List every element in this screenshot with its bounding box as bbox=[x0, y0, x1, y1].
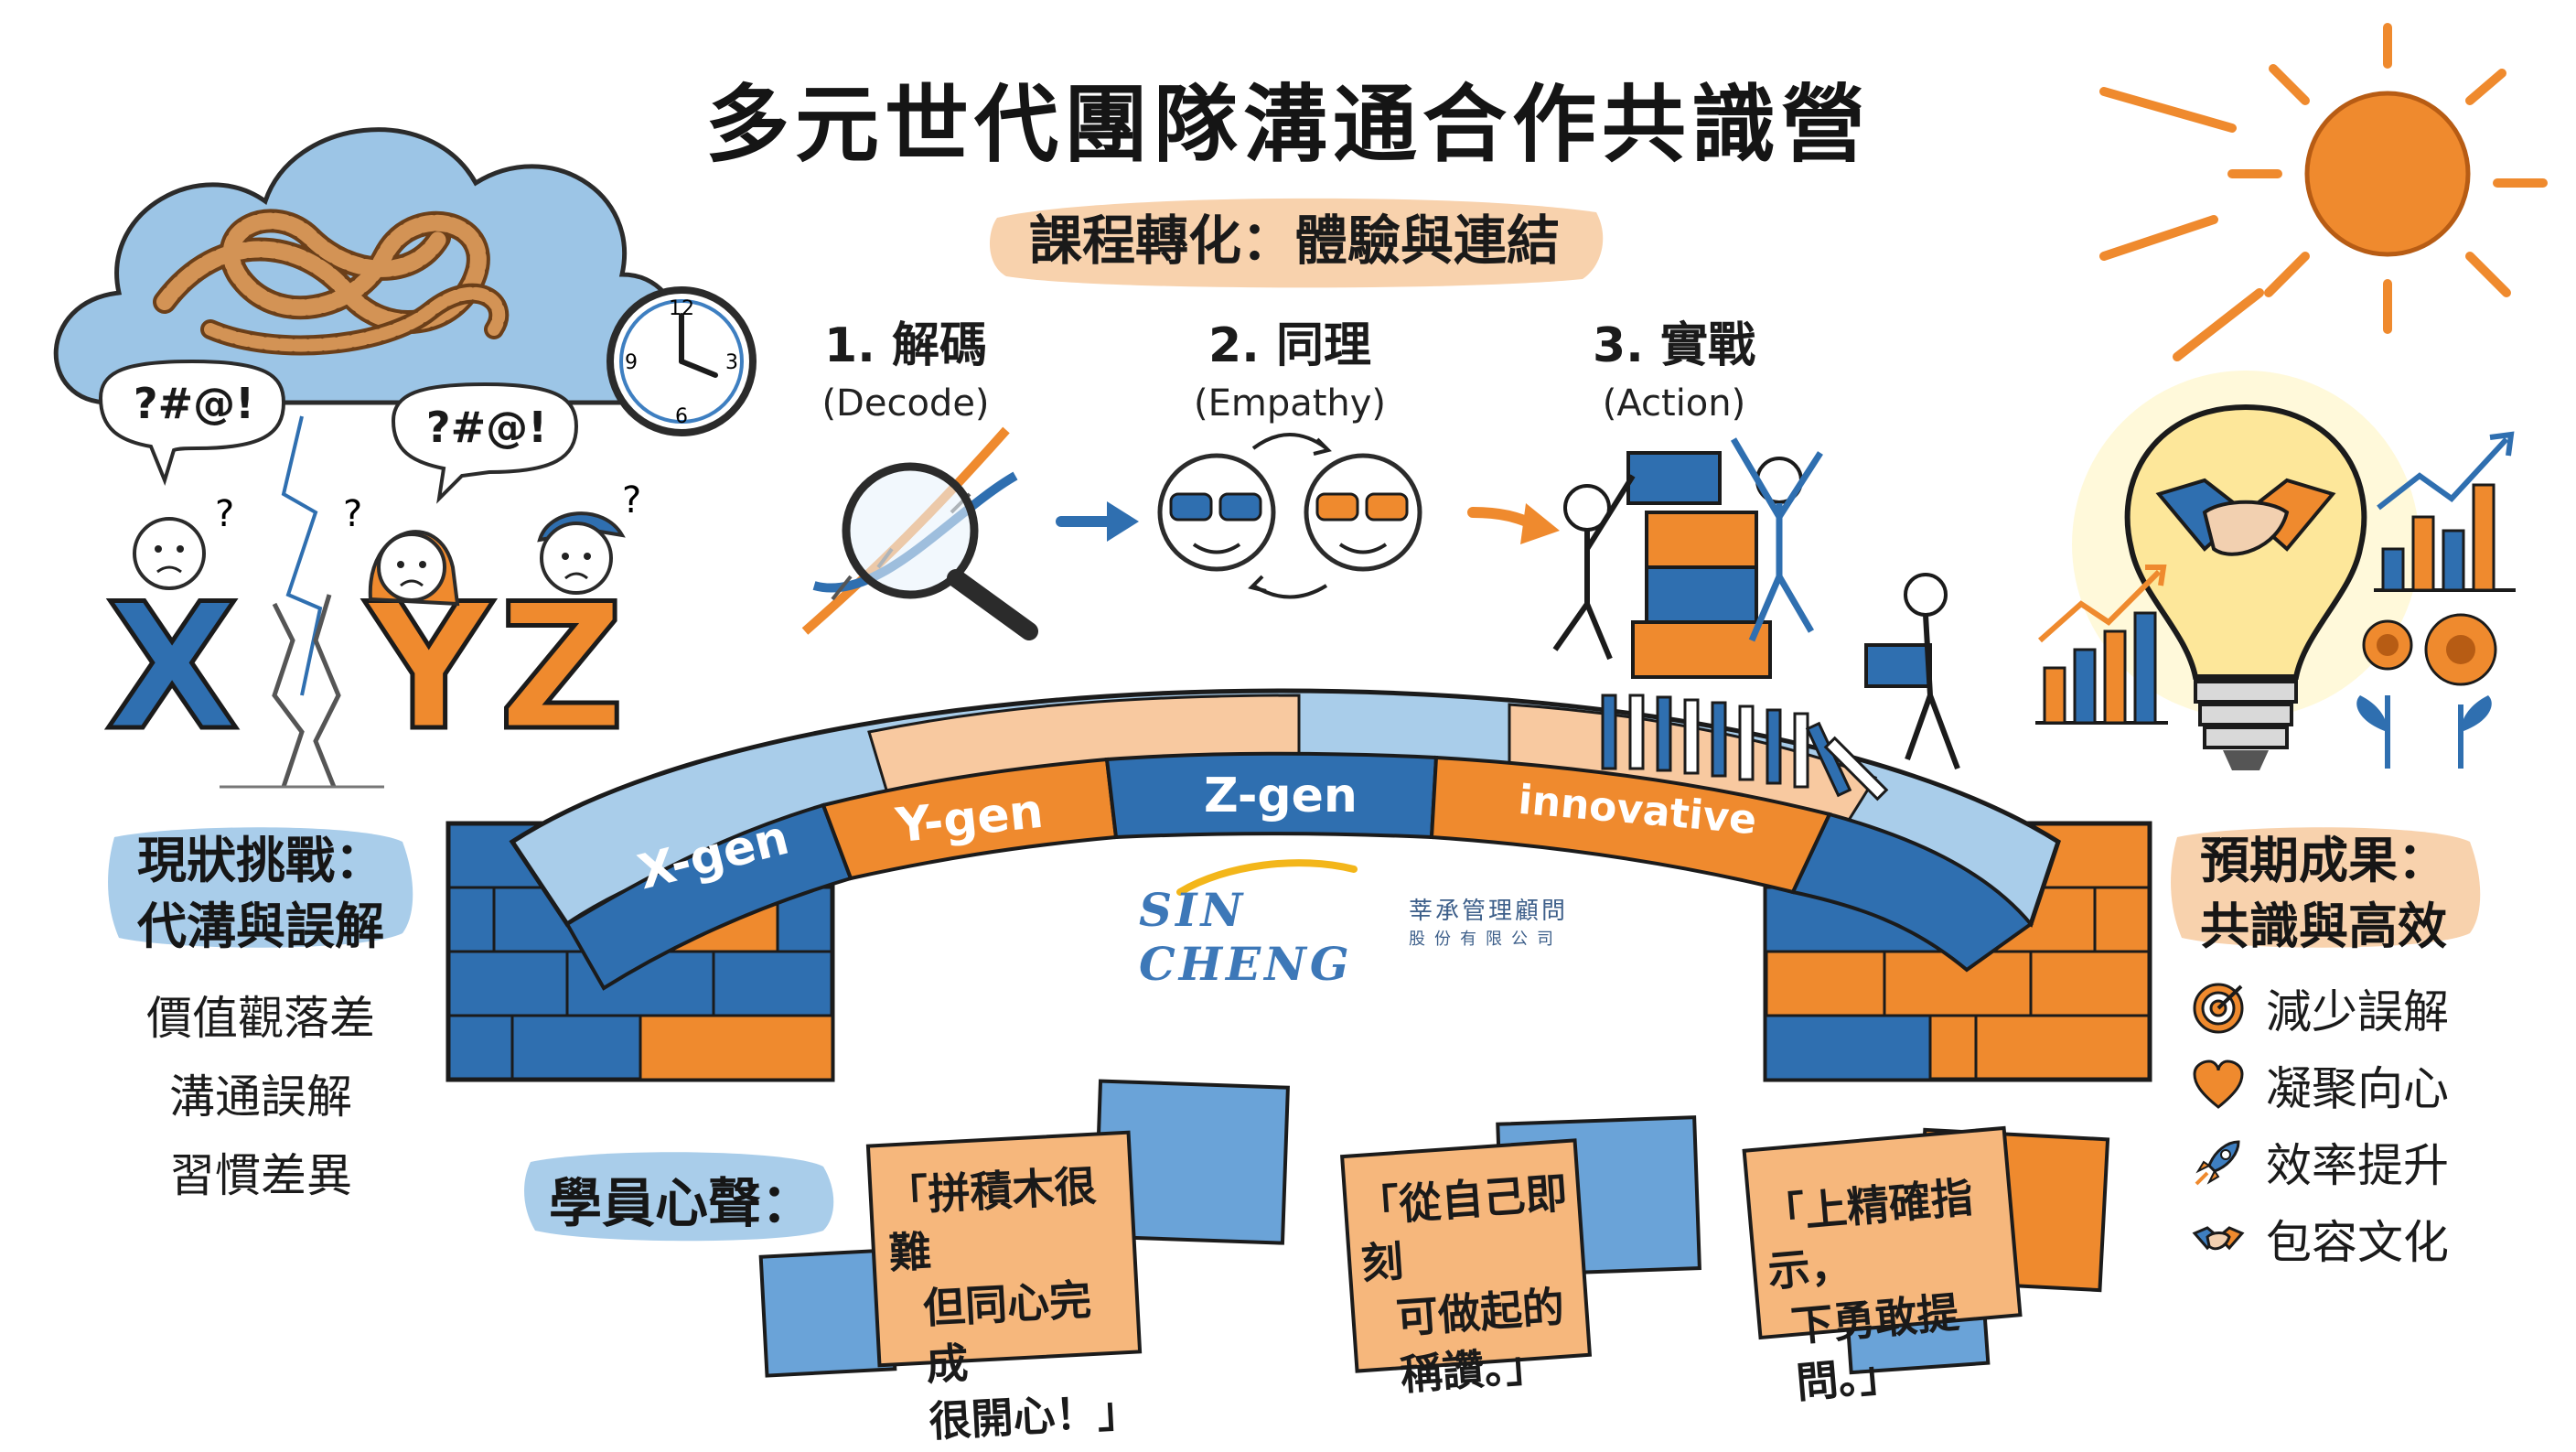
infographic-canvas: 12 3 6 9 X Y Z ? bbox=[53, 23, 2548, 1447]
bubble-text: ?#@! bbox=[133, 379, 255, 428]
speech-bubble-icon bbox=[391, 382, 579, 504]
challenge-list: 價值觀落差 溝通誤解 習慣差異 bbox=[91, 979, 430, 1215]
illustration-layer: 12 3 6 9 X Y Z ? bbox=[53, 23, 2548, 1378]
svg-text:Z: Z bbox=[499, 566, 625, 769]
note-line: 「上精確指示， bbox=[1761, 1172, 1975, 1296]
clock-icon: 12 3 6 9 bbox=[606, 286, 757, 436]
result-label: 減少誤解 bbox=[2266, 985, 2449, 1038]
result-label: 包容文化 bbox=[2266, 1216, 2449, 1269]
step-english: (Decode) bbox=[821, 382, 990, 425]
note-text: 「拼積木很難 但同心完成 很開心！」 bbox=[885, 1156, 1141, 1451]
dominoes-icon bbox=[1601, 694, 1889, 801]
svg-text:?: ? bbox=[343, 493, 362, 535]
challenge-item: 溝通誤解 bbox=[169, 1070, 352, 1124]
challenge-title-line1: 現狀挑戰： bbox=[137, 832, 384, 889]
growth-chart-icon bbox=[2035, 565, 2168, 725]
rocket-icon bbox=[2195, 1140, 2240, 1186]
step-english: (Empathy) bbox=[1193, 382, 1387, 425]
empathy-faces-icon bbox=[1157, 433, 1422, 599]
tangled-rope-icon bbox=[153, 209, 510, 356]
note-line: 下勇敢提問。」 bbox=[1788, 1286, 1961, 1408]
svg-text:9: 9 bbox=[625, 351, 638, 374]
result-label: 效率提升 bbox=[2266, 1139, 2449, 1192]
step-label: 1. 解碼 bbox=[823, 318, 988, 373]
svg-text:X: X bbox=[105, 566, 240, 769]
step-decode: 1. 解碼 (Decode) bbox=[768, 307, 1043, 425]
result-item: 凝聚向心 bbox=[2191, 1047, 2493, 1124]
logo-subname: 股份有限公司 bbox=[1409, 930, 1562, 949]
lightbulb-icon bbox=[2072, 371, 2420, 770]
sun-icon bbox=[2099, 23, 2548, 361]
note-line: 「拼積木很難 bbox=[885, 1160, 1098, 1278]
step-empathy: 2. 同理 (Empathy) bbox=[1153, 307, 1427, 425]
logo-english: SIN CHENG bbox=[1139, 883, 1353, 991]
arrow-right-icon bbox=[1056, 501, 1139, 542]
subtitle-banner: 課程轉化：體驗與連結 bbox=[988, 197, 1601, 285]
worried-face-icon: ? bbox=[133, 493, 234, 590]
challenge-title: 現狀挑戰： 代溝與誤解 bbox=[91, 828, 430, 960]
heart-icon bbox=[2193, 1059, 2244, 1109]
team-building-icon bbox=[1552, 437, 1960, 770]
note-text: 「從自己即刻 可做起的 稱讚。」 bbox=[1356, 1164, 1591, 1405]
challenge-item: 習慣差異 bbox=[169, 1149, 352, 1202]
bridge-label-z: Z-gen bbox=[1204, 769, 1358, 823]
svg-text:?: ? bbox=[215, 493, 234, 535]
speech-bubble-icon bbox=[98, 359, 286, 486]
worried-face-icon: ? bbox=[537, 479, 641, 595]
results-title-line2: 共識與高效 bbox=[2200, 898, 2447, 955]
svg-text:3: 3 bbox=[725, 351, 738, 374]
step-action: 3. 實戰 (Action) bbox=[1537, 307, 1811, 425]
subtitle-text: 課程轉化：體驗與連結 bbox=[1028, 210, 1560, 272]
note-text: 「上精確指示， 下勇敢提問。」 bbox=[1761, 1166, 2027, 1414]
challenge-item: 價值觀落差 bbox=[146, 992, 375, 1045]
results-title-line1: 預期成果： bbox=[2200, 832, 2447, 889]
xyz-letters-icon: X Y Z bbox=[103, 565, 628, 771]
note-line: 但同心完成 bbox=[921, 1275, 1093, 1390]
svg-text:?: ? bbox=[622, 479, 641, 522]
result-item: 減少誤解 bbox=[2191, 970, 2493, 1047]
magnifier-dna-icon bbox=[801, 426, 1038, 640]
logo-chinese: 莘承管理顧問 股份有限公司 bbox=[1409, 892, 1592, 950]
note-line: 「從自己即刻 bbox=[1355, 1167, 1570, 1289]
results-highlight bbox=[2171, 827, 2481, 948]
crack-icon bbox=[220, 594, 384, 789]
step-label: 2. 同理 bbox=[1208, 318, 1372, 373]
lightning-icon bbox=[281, 415, 323, 696]
company-logo: SIN CHENG bbox=[1139, 883, 1468, 991]
note-line: 很開心！」 bbox=[928, 1385, 1141, 1447]
bubble-text: ?#@! bbox=[425, 403, 548, 452]
results-title: 預期成果： 共識與高效 bbox=[2159, 828, 2488, 960]
challenge-highlight bbox=[108, 827, 413, 948]
sticky-note bbox=[865, 1125, 2023, 1373]
subtitle-highlight bbox=[989, 198, 1604, 288]
svg-text:12: 12 bbox=[669, 297, 694, 320]
worried-face-icon: ? bbox=[343, 493, 460, 607]
arrow-right-icon bbox=[1467, 503, 1560, 544]
handshake-icon bbox=[2155, 478, 2336, 556]
target-icon bbox=[2193, 983, 2244, 1034]
step-label: 3. 實戰 bbox=[1592, 318, 1756, 373]
result-item: 包容文化 bbox=[2191, 1200, 2493, 1277]
step-english: (Action) bbox=[1602, 382, 1746, 425]
voices-highlight bbox=[524, 1152, 834, 1242]
logo-swoosh-icon bbox=[1176, 859, 1358, 896]
handshake-icon bbox=[2192, 1226, 2245, 1251]
result-label: 凝聚向心 bbox=[2266, 1062, 2449, 1115]
growth-chart-icon bbox=[2374, 431, 2516, 592]
voices-title: 學員心聲： bbox=[549, 1172, 815, 1234]
challenge-title-line2: 代溝與誤解 bbox=[137, 898, 384, 955]
logo-name: 莘承管理顧問 bbox=[1409, 898, 1569, 925]
results-list: 減少誤解 凝聚向心 效率提升 包容文化 bbox=[2191, 970, 2493, 1277]
flower-icon bbox=[2356, 613, 2497, 769]
svg-text:6: 6 bbox=[675, 405, 688, 428]
page-title: 多元世代團隊溝通合作共識營 bbox=[704, 76, 1871, 174]
result-item: 效率提升 bbox=[2191, 1124, 2493, 1200]
